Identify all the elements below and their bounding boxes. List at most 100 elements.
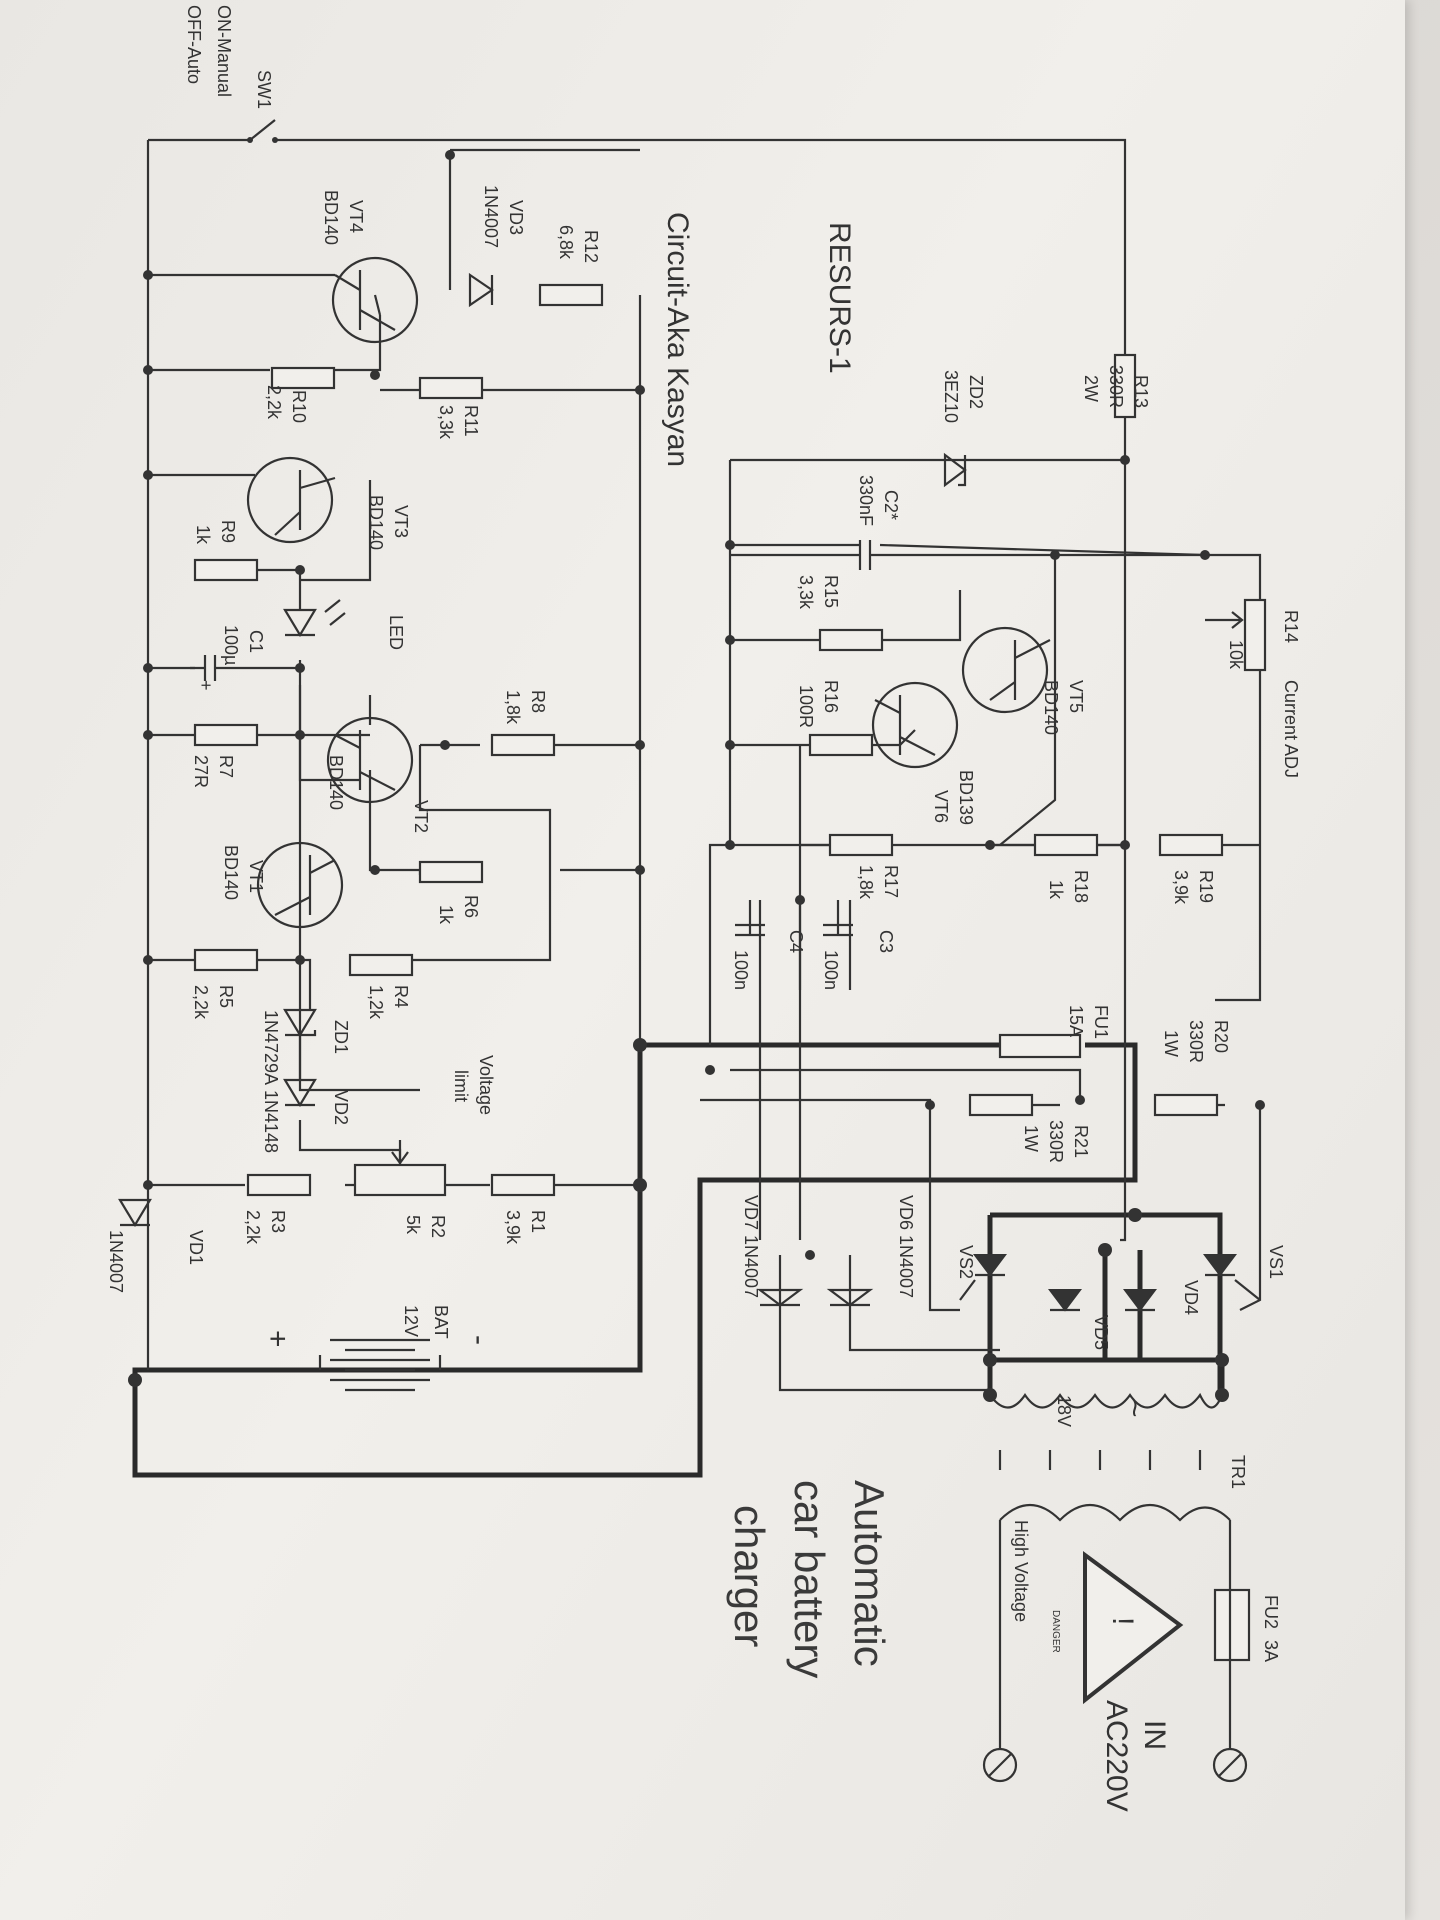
- transformer-secondary: 18V: [1054, 1395, 1074, 1427]
- thyristor-VS1: [1203, 1254, 1261, 1301]
- vd3-type: 1N4007: [481, 185, 501, 248]
- resistor-R7: [193, 723, 259, 747]
- vt3-ref: VT3: [391, 505, 411, 538]
- r12-value: 6,8k: [556, 225, 576, 260]
- r8-value: 1,8k: [503, 690, 523, 725]
- vd3-ref: VD3: [506, 200, 526, 235]
- diode-VD7: [756, 1288, 804, 1307]
- r3-value: 2,2k: [243, 1210, 263, 1245]
- c3-value: 100n: [821, 950, 841, 990]
- diode-VD1: [118, 1198, 152, 1228]
- battery-BAT: [318, 1338, 442, 1392]
- vt1-ref: VT1: [246, 860, 266, 893]
- c2-value: 330nF: [856, 475, 876, 526]
- diode-VD2: [283, 1078, 317, 1108]
- transistor-VT3: [246, 456, 336, 544]
- thyristor-VS2: [959, 1254, 1007, 1301]
- signal-wiring: [146, 138, 1262, 1392]
- transistor-VT6: [871, 681, 959, 769]
- r18-ref: R18: [1071, 870, 1091, 903]
- transformer-ac: ~: [1118, 1400, 1151, 1418]
- r20-power: 1W: [1161, 1030, 1181, 1057]
- labels: Automatic car battery charger Circuit-Ak…: [106, 5, 1301, 1812]
- vd4-ref: VD4: [1181, 1280, 1201, 1315]
- vt3-type: BD140: [366, 495, 386, 550]
- resistor-R19: [1158, 833, 1224, 857]
- resistor-R18: [1033, 833, 1099, 857]
- resistor-R8: [490, 733, 556, 757]
- transistor-VT5: [961, 626, 1051, 714]
- c3-ref: C3: [876, 930, 896, 953]
- vd2-ref: VD2: [331, 1090, 351, 1125]
- input-line2: AC220V: [1100, 1700, 1133, 1812]
- potentiometers: [353, 598, 1267, 1197]
- vd1-ref: VD1: [186, 1230, 206, 1265]
- transistor-VT2: [326, 716, 414, 804]
- junctions: [128, 150, 1265, 1402]
- model-label: RESURS-1: [823, 222, 856, 374]
- vt4-ref: VT4: [346, 200, 366, 233]
- zd1-type: 1N4729A: [261, 1010, 281, 1085]
- resistor-R12: [538, 283, 604, 307]
- r4-value: 1,2k: [366, 985, 386, 1020]
- capacitors: [190, 540, 1205, 937]
- fu1-ref: FU1: [1091, 1005, 1111, 1039]
- warning-label: High Voltage: [1011, 1520, 1031, 1622]
- vt6-type: BD139: [956, 770, 976, 825]
- r21-power: 1W: [1021, 1125, 1041, 1152]
- capacitor-C2: [730, 540, 1205, 570]
- diode-VD6: [826, 1288, 874, 1307]
- zd1-ref: ZD1: [331, 1020, 351, 1054]
- fuse-FU2: [1213, 1588, 1251, 1662]
- vt5-ref: VT5: [1066, 680, 1086, 713]
- vt2-ref: VT2: [411, 800, 431, 833]
- vd1-type: 1N4007: [106, 1230, 126, 1293]
- vt1-type: BD140: [221, 845, 241, 900]
- r5-ref: R5: [216, 985, 236, 1008]
- r9-value: 1k: [193, 525, 213, 545]
- vs2-ref: VS2: [956, 1245, 976, 1279]
- resistor-R20: [1153, 1093, 1219, 1117]
- resistor-R11: [418, 376, 484, 400]
- title-line1: Automatic: [846, 1480, 893, 1667]
- vd7-type: 1N4007: [741, 1235, 761, 1298]
- r10-value: 2,2k: [264, 385, 284, 420]
- r17-value: 1,8k: [856, 865, 876, 900]
- vs1-ref: VS1: [1266, 1245, 1286, 1279]
- fu1-value: 15A: [1066, 1005, 1086, 1037]
- c1-value: 100µ: [221, 625, 241, 665]
- transistor-VT4: [331, 256, 419, 344]
- r15-ref: R15: [821, 575, 841, 608]
- resistor-R16: [808, 733, 874, 757]
- zener-ZD2: [943, 452, 967, 488]
- battery-ref: BAT: [431, 1305, 451, 1339]
- resistor-R10: [270, 366, 336, 390]
- diode-VD3: [468, 272, 494, 308]
- transistors: [246, 256, 1051, 929]
- vt2-type: BD140: [326, 755, 346, 810]
- r2-value: 5k: [403, 1215, 423, 1235]
- r3-ref: R3: [268, 1210, 288, 1233]
- r7-ref: R7: [216, 755, 236, 778]
- r1-ref: R1: [528, 1210, 548, 1233]
- resistors: [193, 283, 1251, 1662]
- r11-ref: R11: [461, 405, 481, 437]
- switch-pos2: OFF-Auto: [184, 5, 204, 84]
- resistor-R21: [968, 1093, 1034, 1117]
- switch-SW1: [247, 119, 278, 143]
- zd2-ref: ZD2: [966, 375, 986, 409]
- c1-plus: +: [196, 680, 216, 691]
- current-adj-label: Current ADJ: [1281, 680, 1301, 778]
- r14-ref: R14: [1281, 610, 1301, 643]
- input-line1: IN: [1138, 1720, 1171, 1750]
- vt5-type: BD140: [1041, 680, 1061, 735]
- fuse-FU1: [998, 1033, 1082, 1059]
- r20-value: 330R: [1186, 1020, 1206, 1063]
- pot-R2: [353, 1163, 447, 1197]
- r16-ref: R16: [821, 680, 841, 713]
- r4-ref: R4: [391, 985, 411, 1008]
- r15-value: 3,3k: [796, 575, 816, 610]
- battery-value: 12V: [401, 1305, 421, 1337]
- led-LED: [283, 599, 346, 638]
- vd5-ref: VD5: [1091, 1315, 1111, 1350]
